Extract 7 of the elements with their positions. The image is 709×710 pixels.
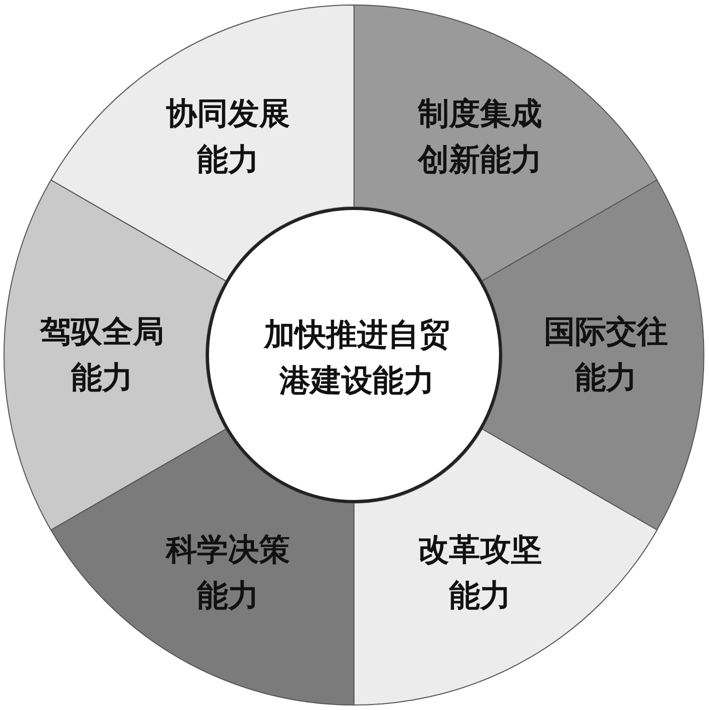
- segment-label: 科学决策能力: [164, 531, 291, 616]
- segment-label: 改革攻坚能力: [417, 531, 543, 616]
- segment-label: 驾驭全局能力: [38, 313, 165, 398]
- segment-label: 国际交往能力: [542, 313, 669, 398]
- center-label: 加快推进自贸港建设能力: [262, 316, 451, 401]
- segment-label: 制度集成创新能力: [416, 94, 543, 180]
- segment-label: 协同发展能力: [164, 94, 291, 180]
